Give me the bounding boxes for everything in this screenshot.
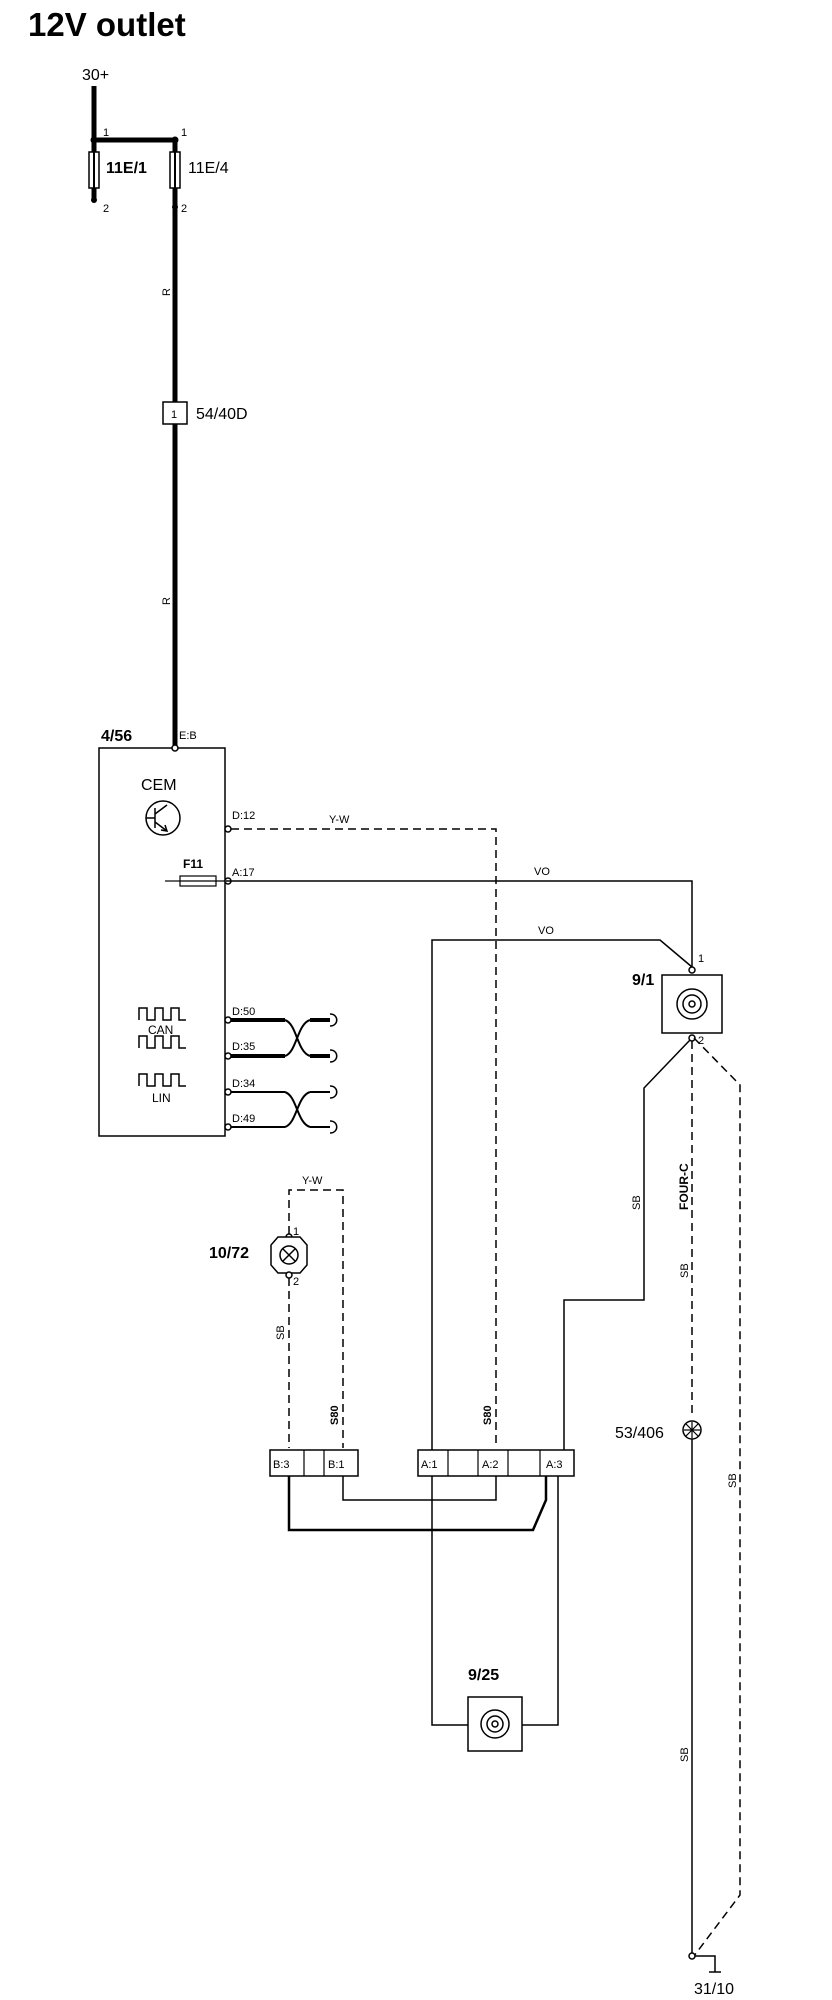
- pin-label: D:35: [232, 1041, 255, 1053]
- pin-label: 1: [181, 127, 187, 139]
- wire-y-w-cem: [231, 828, 497, 1448]
- wire-color-label: Y-W: [302, 1175, 323, 1187]
- connector-a: A:1 A:2 A:3: [417, 1449, 575, 1477]
- pin-label: D:12: [232, 810, 255, 822]
- pin-label: B:3: [273, 1459, 290, 1471]
- outlet-box: [661, 974, 723, 1034]
- wire-color-label: SB: [727, 1473, 739, 1488]
- connector-54-40d: 1 54/40D: [162, 401, 248, 425]
- cem-id: 4/56: [101, 728, 132, 745]
- terminal-dot: [91, 197, 97, 203]
- outlet-9-1: 9/1 1 2: [632, 953, 723, 1047]
- wire-color-label: R: [161, 288, 173, 296]
- fuse-11e4: 11E/4 1 2: [169, 127, 229, 215]
- terminal-dot: [172, 204, 178, 210]
- cem-module: 4/56 E:B CEM F11 CAN LIN D:12: [98, 728, 255, 1137]
- pin-label: 1: [293, 1226, 299, 1238]
- ground-31-10: 31/10: [688, 1952, 734, 1998]
- page-title: 12V outlet: [28, 6, 186, 43]
- fuse-f11: F11: [165, 857, 226, 887]
- pin-label: D:49: [232, 1113, 255, 1125]
- connector-wiring: [287, 1476, 559, 1726]
- pin-label: A:1: [421, 1459, 438, 1471]
- fuse-11e1: 11E/1 1 2: [88, 127, 147, 215]
- component-id: 9/1: [632, 972, 654, 989]
- outlet-box: [467, 1696, 523, 1752]
- wire-vo-a17: [226, 880, 693, 967]
- component-id: 10/72: [209, 1245, 249, 1262]
- lin-waveform-icon: [138, 1073, 186, 1087]
- socket-icon: [480, 1709, 510, 1739]
- can-bus-wires: [224, 1013, 338, 1063]
- pin-label: 2: [698, 1035, 704, 1047]
- can-waveform-icon: [138, 1007, 186, 1049]
- pin-label: D:34: [232, 1078, 255, 1090]
- junction-dot: [90, 136, 98, 144]
- connector-b: B:3 B:1: [269, 1449, 359, 1477]
- cem-name: CEM: [141, 777, 177, 794]
- component-id: 31/10: [694, 1981, 734, 1998]
- outlet-9-25: 9/25: [467, 1667, 523, 1752]
- fuse-label: F11: [183, 857, 203, 871]
- wire-color-label: FOUR-C: [677, 1163, 691, 1210]
- wire-color-label: S80: [329, 1405, 341, 1425]
- wire-sb-left: [563, 1039, 691, 1460]
- fuse-label: 11E/1: [106, 160, 147, 177]
- pin-label: E:B: [179, 730, 197, 742]
- wire-color-label: SB: [275, 1325, 287, 1340]
- lamp-10-72: 10/72 1 2: [209, 1226, 308, 1288]
- pin-label: 2: [181, 203, 187, 215]
- lin-bus-wires: [224, 1085, 338, 1134]
- pin-label: A:2: [482, 1459, 499, 1471]
- connector-label: 54/40D: [196, 406, 248, 423]
- wire-color-label: VO: [534, 866, 550, 878]
- wire-color-label: VO: [538, 925, 554, 937]
- can-label: CAN: [148, 1023, 173, 1037]
- splice-53-406: 53/406: [615, 1420, 702, 1442]
- socket-icon: [676, 988, 708, 1020]
- wire-color-label: Y-W: [329, 814, 350, 826]
- bulb-icon: [279, 1245, 299, 1265]
- pin-label: B:1: [328, 1459, 345, 1471]
- fuse-label: 11E/4: [188, 160, 229, 177]
- wire-sb-right: [693, 1037, 741, 1957]
- cem-box: [98, 747, 226, 1137]
- pin-label: D:50: [232, 1006, 255, 1018]
- pin-label: 2: [103, 203, 109, 215]
- wire-color-label: SB: [679, 1263, 691, 1278]
- pin-label: A:3: [546, 1459, 563, 1471]
- pin-label: 1: [698, 953, 704, 965]
- component-id: 9/25: [468, 1667, 499, 1684]
- pin-label: 2: [293, 1276, 299, 1288]
- pin-label: 1: [103, 127, 109, 139]
- wire-color-label: SB: [631, 1195, 643, 1210]
- component-id: 53/406: [615, 1425, 664, 1442]
- wire-color-label: R: [161, 597, 173, 605]
- wire-color-label: S80: [482, 1405, 494, 1425]
- junction-dot: [171, 136, 179, 144]
- wire-color-label: SB: [679, 1747, 691, 1762]
- wire-vo-2: [431, 939, 693, 1726]
- pin-label: 1: [171, 409, 177, 421]
- transistor-icon: [145, 800, 181, 836]
- wire-y-w-lamp: [288, 1189, 344, 1448]
- pin-label: A:17: [232, 867, 255, 879]
- supply-label: 30+: [82, 67, 109, 84]
- lin-label: LIN: [152, 1091, 171, 1105]
